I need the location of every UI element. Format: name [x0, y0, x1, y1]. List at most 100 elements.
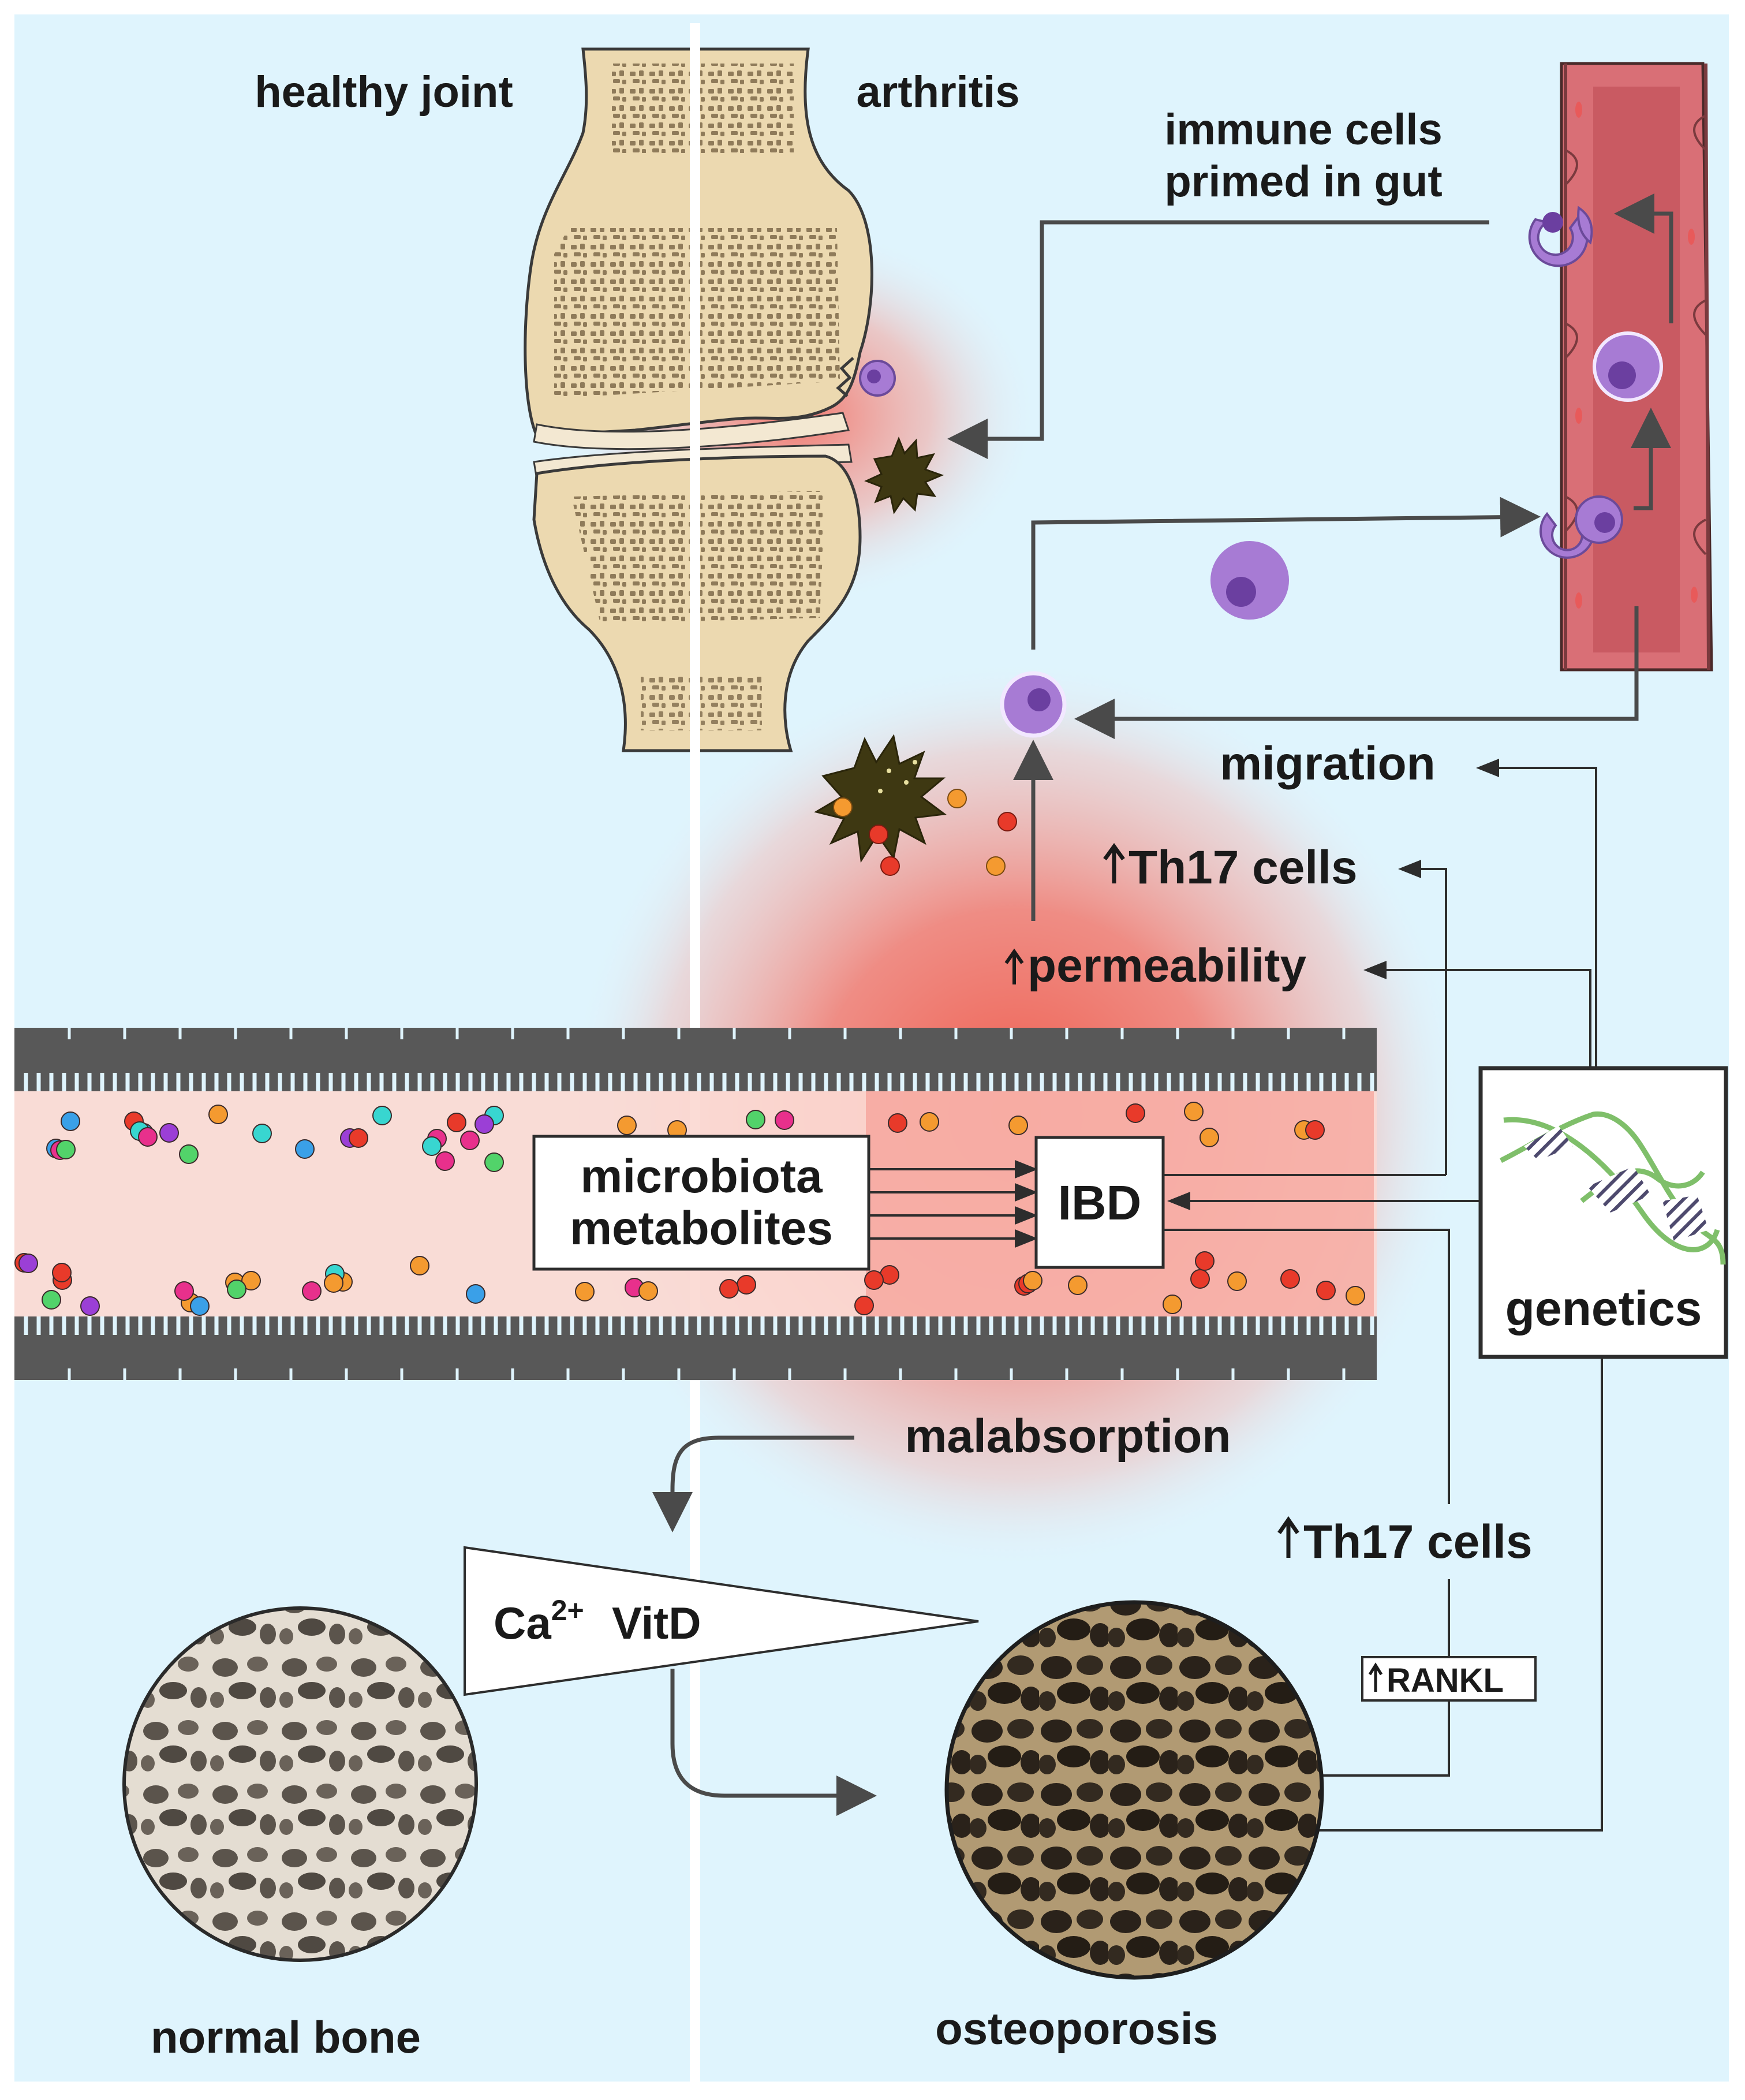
luminal-particle — [52, 1263, 72, 1282]
osteoporosis-bone-image — [944, 1600, 1324, 1980]
pathway-arrows — [652, 193, 1673, 1840]
luminal-particle — [638, 1281, 658, 1301]
lower-epithelium — [14, 1316, 1377, 1380]
luminal-particle — [435, 1151, 455, 1171]
luminal-particle — [864, 1270, 884, 1290]
up-arrow-icon — [1277, 1516, 1299, 1558]
ibd-label: IBD — [1058, 1176, 1142, 1230]
vitd-label: VitD — [612, 1598, 701, 1648]
erosion-notch — [836, 357, 854, 397]
lymphocyte-icon — [1210, 541, 1289, 620]
luminal-particle — [617, 1116, 637, 1135]
luminal-particle — [241, 1271, 261, 1290]
luminal-particle — [1184, 1102, 1204, 1121]
luminal-particle — [18, 1254, 38, 1273]
genetics-label: genetics — [1505, 1281, 1702, 1336]
ibd-box: IBD — [1034, 1136, 1165, 1269]
svg-text:RANKL: RANKL — [1387, 1662, 1504, 1699]
luminal-particle — [737, 1275, 756, 1295]
luminal-particle — [1190, 1269, 1210, 1289]
normal-bone-image — [122, 1606, 478, 1962]
luminal-particle — [227, 1280, 246, 1299]
lymphocyte-icon — [1528, 206, 1593, 267]
up-arrow-icon — [1368, 1662, 1383, 1692]
luminal-particle — [1068, 1275, 1088, 1295]
luminal-particle — [1316, 1281, 1336, 1300]
healthy-joint-label: healthy joint — [255, 68, 513, 117]
ca-vitd-wedge: Ca2+ VitD — [464, 1546, 979, 1696]
upper-epithelium — [14, 1028, 1377, 1091]
th17-lower-label: Th17 cells — [1277, 1516, 1533, 1568]
genetics-box: genetics — [1478, 1066, 1728, 1359]
cytokine-dots — [833, 789, 1017, 876]
luminal-particle — [324, 1273, 343, 1293]
luminal-particle — [466, 1284, 485, 1304]
normal-bone-label: normal bone — [151, 2012, 421, 2062]
metabolites-label: metabolites — [570, 1202, 833, 1255]
luminal-particle — [1200, 1128, 1219, 1147]
luminal-particle — [575, 1282, 595, 1301]
luminal-particle — [422, 1136, 442, 1156]
luminal-particle — [190, 1296, 210, 1316]
luminal-particle — [372, 1106, 392, 1125]
dendritic-cell-icon — [814, 734, 947, 863]
luminal-particle — [295, 1139, 315, 1159]
th17-upper-label: Th17 cells — [1103, 841, 1358, 894]
luminal-particle — [138, 1127, 158, 1147]
immune-cells-label-line1: immune cells — [1164, 105, 1443, 154]
luminal-particle — [1280, 1269, 1300, 1289]
luminal-particle — [159, 1123, 179, 1143]
permeability-label: permeability — [1004, 939, 1306, 992]
lymphocyte-icon — [1593, 331, 1663, 402]
luminal-particle — [460, 1131, 480, 1150]
luminal-particle — [920, 1112, 939, 1132]
calcium-label: Ca2+ — [494, 1594, 584, 1648]
luminal-particle — [179, 1144, 199, 1164]
luminal-particle — [1008, 1116, 1028, 1135]
luminal-particle — [302, 1281, 322, 1301]
rankl-box: RANKL — [1361, 1656, 1537, 1702]
luminal-particle — [447, 1113, 466, 1132]
luminal-particle — [484, 1152, 504, 1172]
luminal-particle — [474, 1114, 494, 1134]
luminal-particle — [1163, 1295, 1182, 1314]
luminal-particle — [1126, 1103, 1145, 1123]
malabsorption-label: malabsorption — [905, 1410, 1231, 1463]
luminal-particle — [888, 1113, 907, 1133]
luminal-particle — [174, 1281, 194, 1301]
luminal-particle — [746, 1110, 765, 1129]
arthritis-label: arthritis — [857, 68, 1020, 117]
upper-bone-cap — [612, 64, 794, 153]
up-arrow-icon — [1004, 948, 1024, 984]
lymphocyte-icon — [859, 360, 896, 397]
luminal-particle — [775, 1110, 794, 1130]
luminal-particle — [1305, 1120, 1325, 1140]
microbiota-label: microbiota — [580, 1150, 823, 1203]
migration-label: migration — [1220, 737, 1436, 790]
luminal-particle — [42, 1290, 61, 1310]
luminal-particle — [1023, 1271, 1042, 1290]
up-arrow-icon — [1103, 843, 1125, 883]
luminal-particle — [208, 1105, 228, 1124]
dendritic-cell-icon — [864, 436, 944, 514]
lymphocyte-icon — [1000, 671, 1067, 738]
osteoporosis-label: osteoporosis — [935, 2003, 1218, 2054]
luminal-particle — [854, 1296, 874, 1315]
luminal-particle — [719, 1279, 739, 1299]
svg-text:permeability: permeability — [1027, 939, 1306, 992]
lymphocyte-icon — [1540, 495, 1623, 559]
luminal-particle — [252, 1124, 272, 1143]
immune-cells-label-line2: primed in gut — [1164, 157, 1442, 206]
luminal-particle — [1346, 1286, 1365, 1305]
luminal-particle — [410, 1256, 429, 1275]
svg-text:Th17 cells: Th17 cells — [1303, 1516, 1533, 1568]
lower-bone-shaft-pores — [641, 676, 762, 730]
luminal-particle — [1227, 1271, 1247, 1291]
svg-text:Th17 cells: Th17 cells — [1129, 841, 1358, 894]
luminal-particle — [61, 1111, 80, 1131]
luminal-particle — [80, 1296, 100, 1316]
luminal-particle — [1195, 1251, 1215, 1271]
luminal-particle — [349, 1128, 368, 1148]
